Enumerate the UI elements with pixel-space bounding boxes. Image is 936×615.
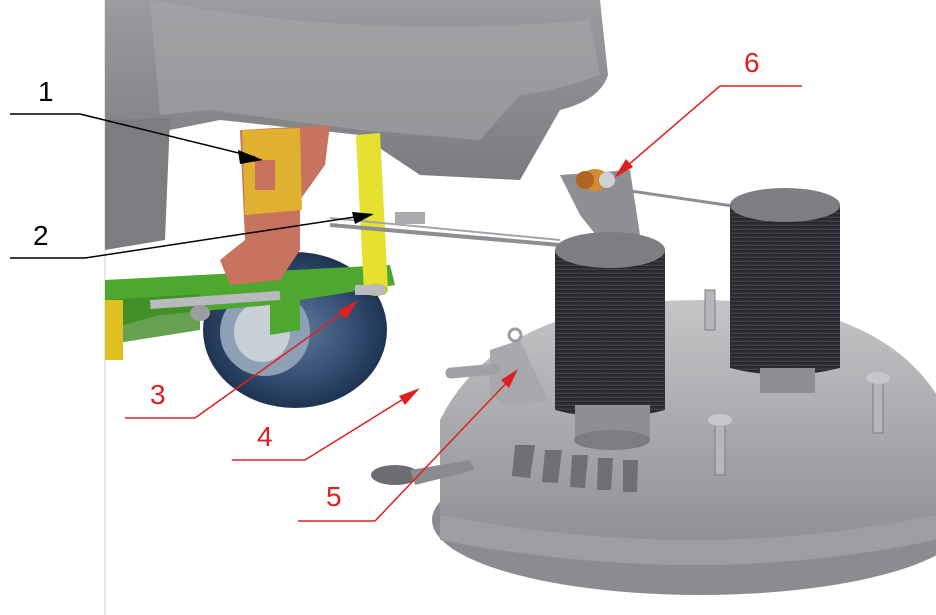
spring-linkage <box>560 169 640 240</box>
leader-line-5 <box>298 369 518 522</box>
callout-4: 4 <box>257 421 273 452</box>
machine-body <box>105 0 608 250</box>
leader-line-6 <box>614 85 802 178</box>
leader-line-4 <box>232 388 420 461</box>
brush-right <box>730 188 840 393</box>
leader-line-2 <box>10 212 374 259</box>
callout-1: 1 <box>38 76 54 107</box>
callout-5: 5 <box>326 481 342 512</box>
foot-pedal <box>371 460 475 485</box>
brush-left <box>555 232 665 450</box>
red-bracket <box>220 125 330 285</box>
callout-6: 6 <box>744 47 760 78</box>
leader-line-1 <box>10 113 263 164</box>
yellow-rod <box>355 133 388 296</box>
latch-plate <box>445 327 548 408</box>
callout-3: 3 <box>150 379 166 410</box>
callout-2: 2 <box>33 220 49 251</box>
leader-line-3 <box>125 300 358 419</box>
